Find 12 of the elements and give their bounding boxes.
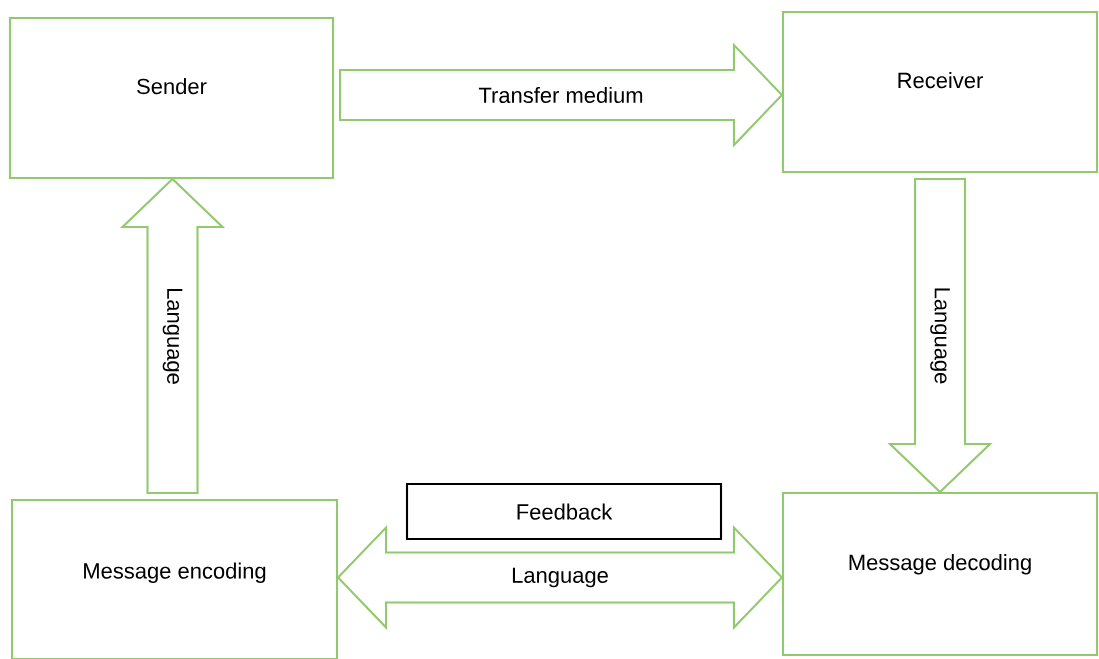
process-box: Message encoding xyxy=(10,498,339,659)
edge-label: Language xyxy=(162,288,183,384)
process-box: Sender xyxy=(8,16,335,180)
edge-label: Transfer medium xyxy=(478,86,643,104)
process-box: Receiver xyxy=(781,10,1099,174)
block-arrow xyxy=(887,178,993,494)
block-arrow xyxy=(119,177,226,494)
feedback-box: Feedback xyxy=(405,482,723,541)
edge-label: Language xyxy=(930,288,950,384)
edge-label: Language xyxy=(512,567,608,588)
block-arrow xyxy=(339,42,784,148)
process-box: Message decoding xyxy=(781,491,1099,657)
